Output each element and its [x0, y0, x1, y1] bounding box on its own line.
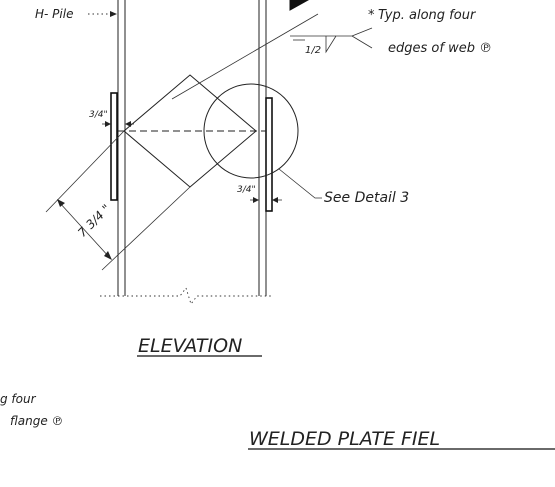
see-detail-leader — [278, 168, 322, 199]
weld-size-label: 1/2 — [305, 45, 321, 56]
left-note-line1: g four — [0, 392, 37, 406]
typ-note-line2: edges of web ℗ — [388, 41, 492, 56]
weld-symbol — [290, 27, 373, 54]
see-detail-label: See Detail 3 — [324, 190, 409, 206]
right-gap-dimension — [250, 197, 282, 203]
section-title: WELDED PLATE FIEL — [249, 428, 440, 450]
field-weld-flag — [289, 0, 310, 11]
break-line — [100, 287, 272, 305]
elevation-title: ELEVATION — [138, 335, 242, 357]
right-three-quarter-label: 3/4" — [237, 185, 256, 195]
left-note-line2: flange ℗ — [10, 414, 64, 428]
asterisk-mark: * — [368, 8, 375, 23]
pile-left-flange — [117, 0, 126, 296]
diagonal-dimension — [45, 130, 191, 271]
pile-right-flange — [258, 0, 267, 296]
left-three-quarter-label: 3/4" — [89, 110, 108, 120]
left-gap-dimension — [102, 121, 134, 127]
right-splice-plate — [265, 97, 273, 212]
left-splice-plate — [110, 92, 118, 201]
diagonal-dimension-label: 7 3/4 " — [75, 202, 113, 240]
detail-circle — [203, 83, 299, 179]
typ-note-line1: Typ. along four — [378, 8, 477, 23]
h-pile-leader — [88, 11, 117, 17]
h-pile-label: H- Pile — [35, 7, 73, 21]
typ-leader-line — [171, 13, 319, 100]
